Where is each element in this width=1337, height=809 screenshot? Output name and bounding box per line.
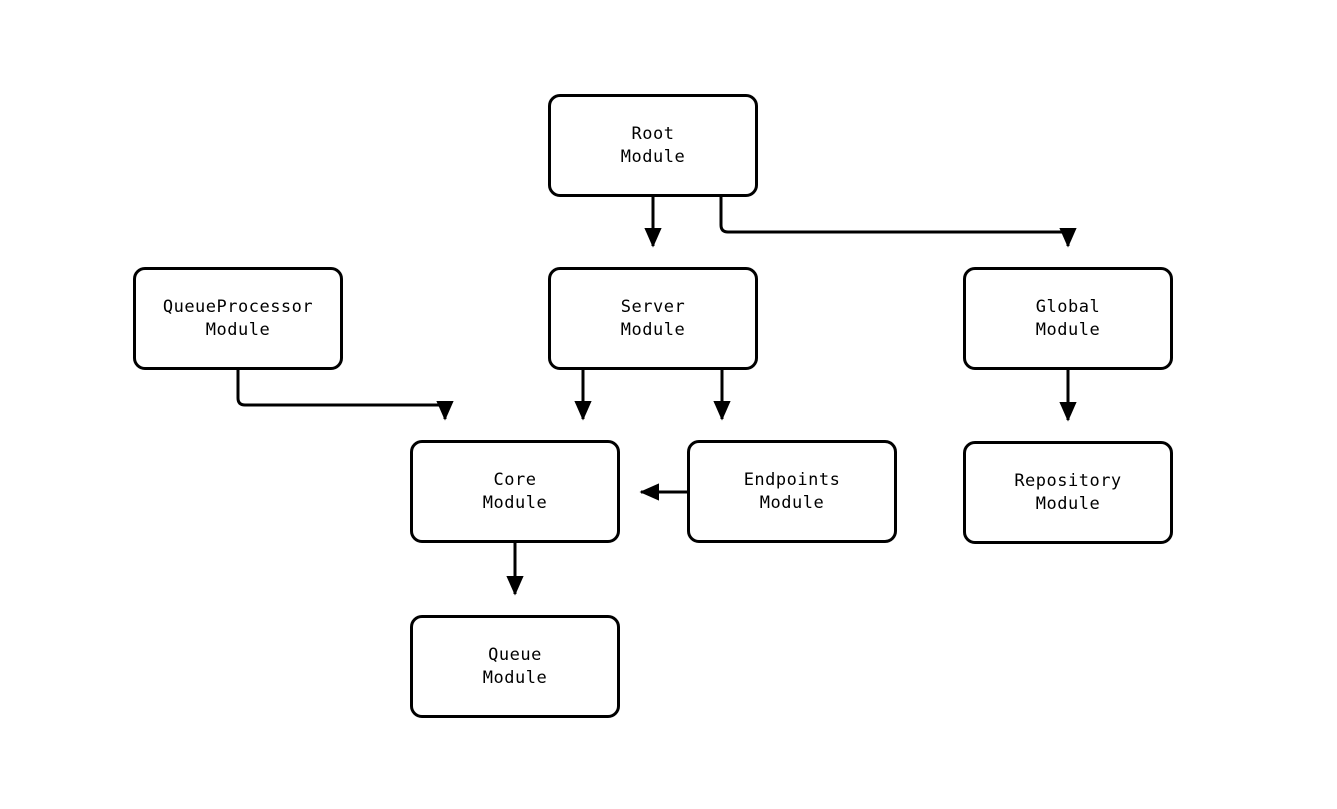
node-label-line1: Root xyxy=(631,123,675,144)
node-root-module[interactable]: Root Module xyxy=(548,94,758,197)
node-label-line1: Server xyxy=(620,296,686,317)
node-server-module[interactable]: Server Module xyxy=(548,267,758,370)
node-label-line1: Global xyxy=(1035,296,1101,317)
node-repository-module[interactable]: Repository Module xyxy=(963,441,1173,544)
node-queue-module[interactable]: Queue Module xyxy=(410,615,620,718)
node-label-line2: Module xyxy=(620,319,686,340)
node-endpoints-module[interactable]: Endpoints Module xyxy=(687,440,897,543)
node-label-line1: Endpoints xyxy=(743,469,841,490)
edge-queueprocessor-to-core xyxy=(236,370,454,421)
node-label-line2: Module xyxy=(482,667,548,688)
node-label-line2: Module xyxy=(1035,319,1101,340)
node-label-line1: Queue xyxy=(488,644,542,665)
node-global-module[interactable]: Global Module xyxy=(963,267,1173,370)
node-label-line2: Module xyxy=(620,146,686,167)
node-label-line2: Module xyxy=(1035,493,1101,514)
node-queueprocessor-module[interactable]: QueueProcessor Module xyxy=(133,267,343,370)
node-label-line2: Module xyxy=(482,492,548,513)
node-label-line2: Module xyxy=(205,319,271,340)
node-label-line1: Core xyxy=(493,469,537,490)
node-label-line2: Module xyxy=(759,492,825,513)
node-label-line1: Repository xyxy=(1014,470,1122,491)
edge-root-to-global xyxy=(719,197,1077,248)
node-core-module[interactable]: Core Module xyxy=(410,440,620,543)
node-label-line1: QueueProcessor xyxy=(162,296,314,317)
